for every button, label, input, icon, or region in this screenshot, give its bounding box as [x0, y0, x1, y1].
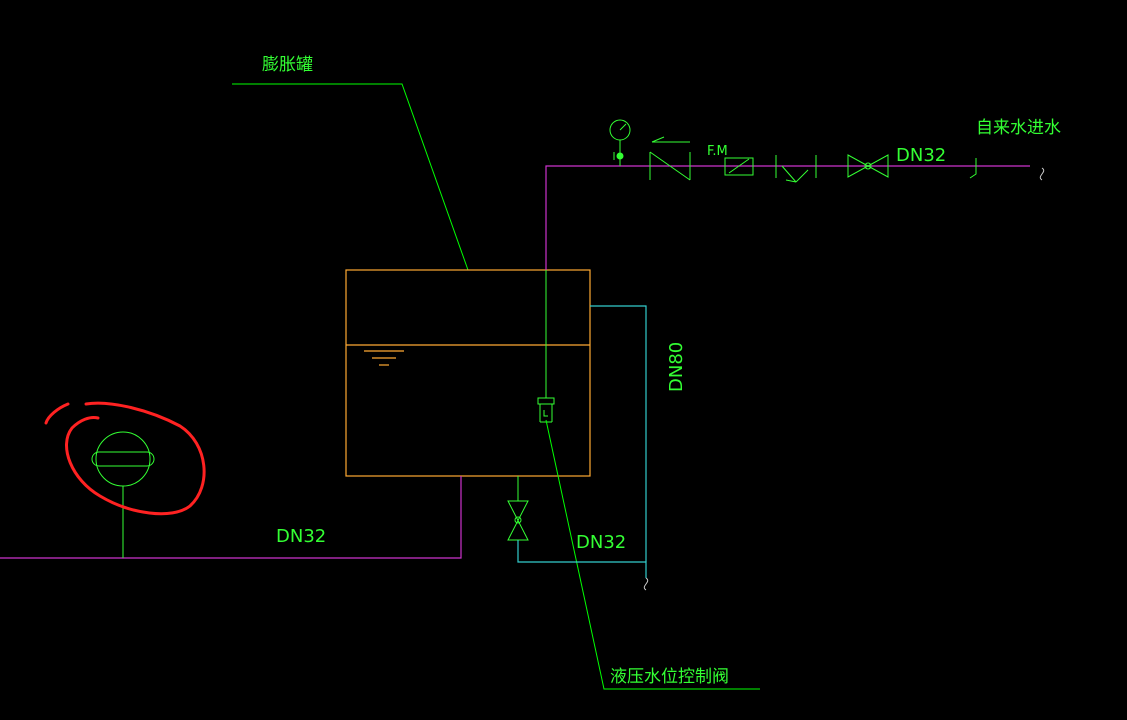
- pressure-gauge-icon: [609, 119, 631, 166]
- main-size-label: DN32: [276, 526, 326, 547]
- strainer-icon: [775, 155, 817, 183]
- main-pipe: [0, 476, 462, 559]
- expansion-tank-leader: [232, 83, 469, 271]
- inlet-size-label: DN32: [896, 145, 946, 166]
- markup-circle: [44, 401, 206, 516]
- tap-water-inlet-label: 自来水进水: [976, 118, 1061, 138]
- pipe-mark-icon: [969, 158, 977, 179]
- float-valve-symbol: [537, 397, 555, 423]
- water-level-symbol: [364, 350, 404, 366]
- gate-valve-icon: [847, 154, 889, 178]
- flow-meter-label: F.M: [707, 144, 728, 159]
- level-valve-leader: [545, 419, 760, 690]
- drain-break-icon: [643, 577, 649, 591]
- expansion-tank-label: 膨胀罐: [262, 55, 313, 75]
- pipe-break-icon: [1039, 167, 1045, 181]
- overflow-pipe: [590, 305, 647, 562]
- level-valve-label: 液压水位控制阀: [610, 667, 729, 687]
- drain-valve-icon: [507, 476, 529, 541]
- check-valve-icon: [649, 136, 691, 181]
- diaphragm-tank-icon: [91, 431, 155, 558]
- expansion-tank: [345, 269, 591, 477]
- drain-pipe: [517, 540, 647, 578]
- overflow-size-label: DN80: [666, 342, 687, 392]
- inlet-pipe: [545, 165, 1030, 270]
- drain-size-label: DN32: [576, 532, 626, 553]
- flow-meter-icon: [724, 157, 754, 176]
